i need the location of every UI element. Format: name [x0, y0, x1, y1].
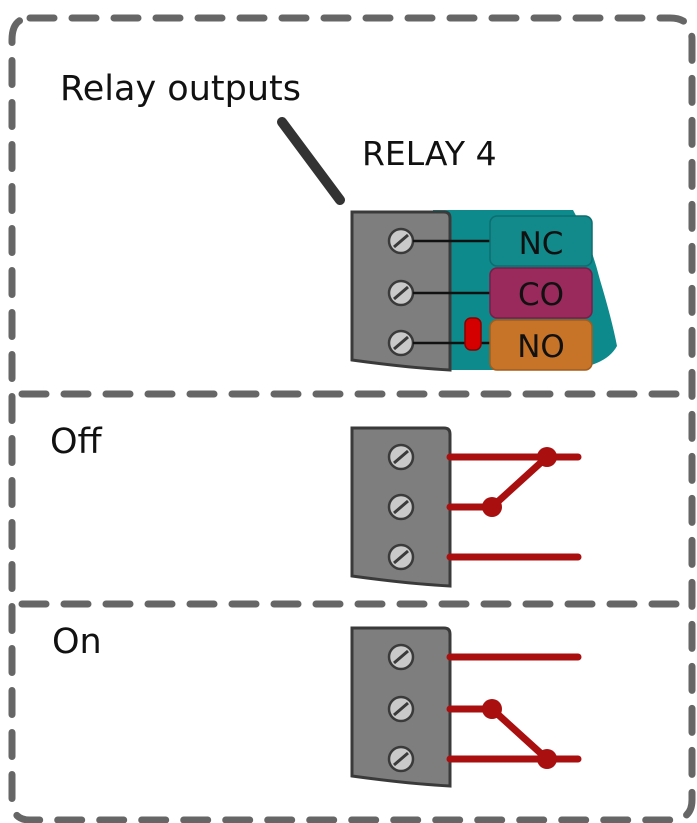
nc-label: NC [519, 226, 564, 262]
state-on-label: On [52, 622, 102, 662]
terminal-block-off [350, 426, 452, 588]
pointer-line [277, 117, 345, 205]
screw-icon [387, 695, 415, 723]
screw-icon [387, 227, 415, 255]
terminal-block-on [350, 626, 452, 788]
status-led [464, 317, 482, 351]
nc-tag [489, 215, 593, 267]
co-label: CO [518, 277, 564, 313]
section-title: Relay outputs [60, 69, 301, 109]
contact-dot [482, 699, 502, 719]
no-tag [489, 319, 593, 371]
terminal-block [350, 210, 452, 372]
dashed-borders [8, 14, 696, 823]
wiring-off [446, 453, 582, 561]
contact-dot [537, 749, 557, 769]
state-off-label: Off [50, 422, 103, 462]
screw-icon [387, 493, 415, 521]
screw-icon [387, 643, 415, 671]
screw-icon [387, 279, 415, 307]
screw-icon [387, 443, 415, 471]
relay-name: RELAY 4 [362, 134, 497, 173]
co-tag [489, 267, 593, 319]
screw-icon [387, 543, 415, 571]
contact-dot [482, 497, 502, 517]
screw-icon [387, 329, 415, 357]
no-label: NO [517, 329, 565, 365]
outer-border [8, 14, 696, 823]
contact-dot [537, 447, 557, 467]
screw-icon [387, 745, 415, 773]
wiring-on [446, 653, 582, 763]
